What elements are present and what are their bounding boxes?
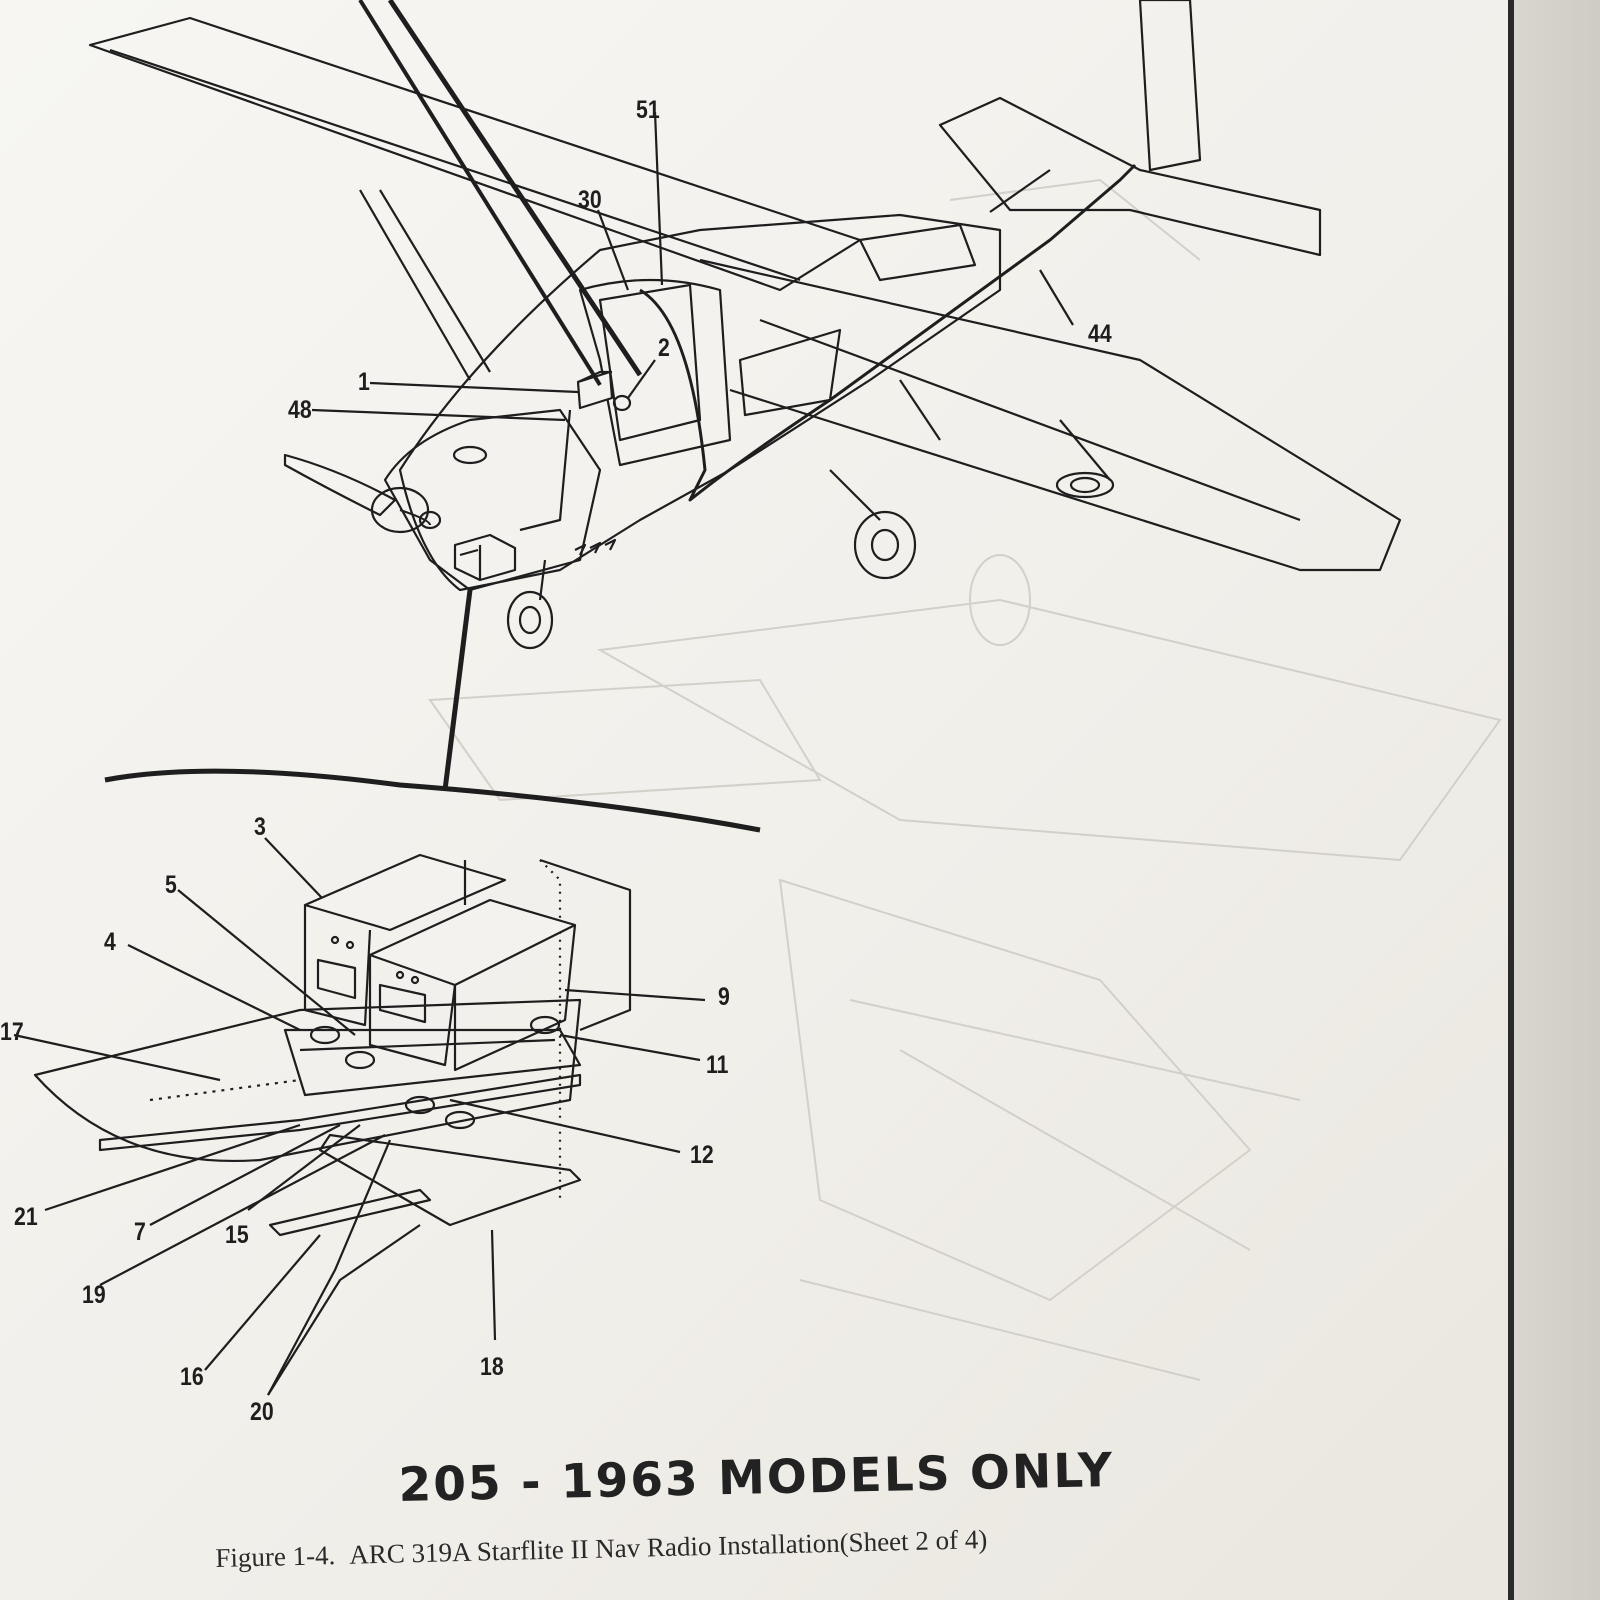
- fuselage: [398, 213, 1002, 592]
- horizontal-stabilizer: [938, 96, 1322, 257]
- binder-edge: [1508, 0, 1514, 1600]
- callout-15: 15: [225, 1221, 249, 1249]
- main-gear-strut: [829, 469, 881, 521]
- callout-7: 7: [134, 1218, 146, 1246]
- callout-4: 4: [104, 928, 116, 956]
- figure-number: Figure 1-4.: [215, 1540, 336, 1573]
- radio-unit-a: [303, 853, 507, 932]
- radio-rack-detail: [33, 853, 632, 1237]
- callout-30: 30: [578, 186, 602, 214]
- antenna-cable: [639, 163, 1137, 502]
- leader-lines: [311, 0, 1074, 791]
- callout-18: 18: [480, 1353, 504, 1381]
- cabin-radio-unit: [576, 370, 614, 410]
- binder-strip: [1514, 0, 1600, 1600]
- nose-radio-units: [453, 533, 517, 582]
- callout-21: 21: [14, 1203, 38, 1231]
- callout-44: 44: [1088, 320, 1112, 348]
- callout-12: 12: [690, 1141, 714, 1169]
- propeller: [283, 453, 397, 517]
- detail-bracket: [104, 768, 761, 833]
- mount-tray: [283, 1028, 582, 1097]
- callout-16: 16: [180, 1363, 204, 1391]
- callout-11: 11: [706, 1051, 729, 1079]
- detail-leader-lines: [13, 837, 706, 1396]
- airplane-drawing: [88, 0, 1402, 650]
- nose-wheel: [506, 590, 554, 650]
- callout-9: 9: [718, 983, 730, 1011]
- vertical-stabilizer: [1138, 0, 1202, 172]
- callout-17: 17: [0, 1018, 24, 1046]
- spinner: [370, 486, 430, 534]
- callout-3: 3: [254, 813, 266, 841]
- callout-5: 5: [165, 871, 177, 899]
- ghost-bleed-through: [428, 178, 1502, 1381]
- callout-2: 2: [658, 334, 670, 362]
- callout-1: 1: [358, 368, 370, 396]
- right-wing: [699, 258, 1402, 572]
- wing-strut: [359, 189, 471, 381]
- nose-gear-strut: [538, 559, 547, 601]
- callout-51: 51: [636, 96, 660, 124]
- main-wheel: [853, 510, 917, 580]
- callout-20: 20: [250, 1398, 274, 1426]
- left-wing: [88, 16, 862, 292]
- callout-48: 48: [288, 396, 312, 424]
- callout-19: 19: [82, 1281, 106, 1309]
- figure-sheet: (Sheet 2 of 4): [839, 1524, 988, 1558]
